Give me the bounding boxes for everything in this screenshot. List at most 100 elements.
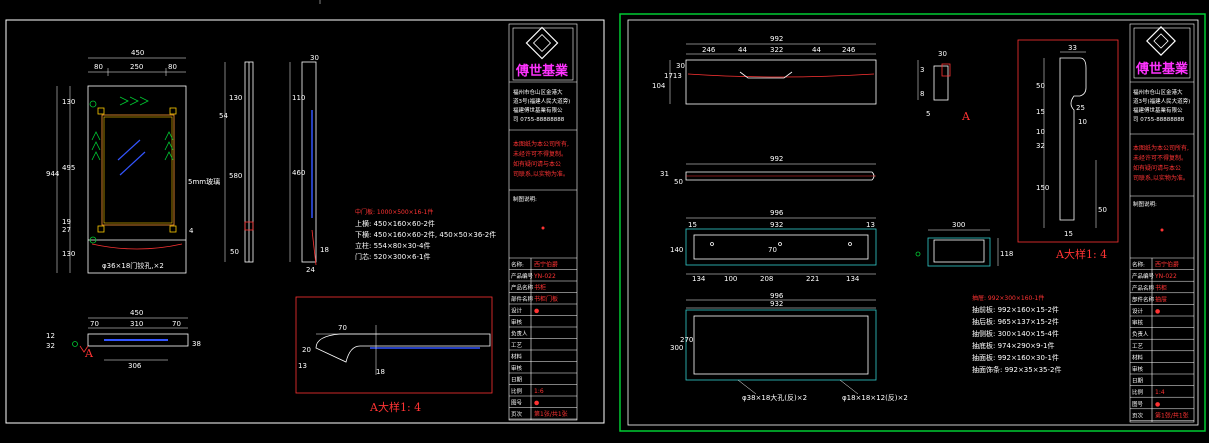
- title-row-label: 审核: [511, 364, 523, 372]
- title-row-value: 第1张/共1张: [534, 410, 568, 418]
- r-dim-m1: 31: [660, 170, 669, 178]
- r-dim-s5: 5: [926, 110, 930, 118]
- title-row-value: 书柜: [1155, 284, 1167, 292]
- title-row-label: 产品名称: [511, 284, 534, 292]
- left-red-line: 本图纸为本公司所有,: [513, 140, 569, 148]
- r-notes-line4: 抽底板: 974×290×9-1件: [972, 341, 1054, 350]
- det-dim-18: 18: [376, 368, 385, 376]
- left-red-dot: [541, 226, 545, 230]
- drawer-front-top: [669, 43, 877, 105]
- right-red-dot: [1160, 228, 1164, 232]
- dim-h-130b: 130: [62, 250, 75, 258]
- right-red-notice: 本图纸为本公司所有, 未经许可不得复制。 如有疑问请与本公 司联系,以实物为准。: [1133, 144, 1189, 182]
- left-red-line: 司联系,以实物为准。: [513, 170, 569, 178]
- dim-side-580: 580: [229, 172, 242, 180]
- left-company-line: 道3号(福建人民大道旁): [513, 97, 570, 105]
- left-company-line: 司 0755-88888888: [513, 116, 565, 123]
- det-dim-13: 13: [298, 362, 307, 370]
- left-notes-line4: 门芯: 520×300×6-1件: [355, 252, 430, 261]
- left-sheet: 450 80 250 80 944 130 495 19 27 130 4 5m…: [5, 0, 605, 424]
- dim-seg-left: 80: [94, 63, 103, 71]
- title-row-label: 日期: [511, 377, 523, 384]
- r-notes-line6: 抽面饰条: 992×35×35-2件: [972, 365, 1061, 374]
- drawer-plan-view: [685, 299, 877, 395]
- left-sheet-border: [5, 19, 605, 424]
- left-logo: [525, 26, 559, 60]
- det-dim-70: 70: [338, 324, 347, 332]
- right-brand-name: 傅世基業: [1135, 61, 1189, 77]
- r-dim-t1: 246: [702, 46, 716, 54]
- title-row-value: 西宁伯爵: [1155, 261, 1179, 269]
- detail-profile: [315, 325, 491, 375]
- diamond-logo-icon: [525, 26, 559, 60]
- title-row-label: 页次: [511, 410, 523, 418]
- r-dim-b4: 221: [806, 275, 819, 283]
- r-dim-fb: 13: [866, 221, 875, 229]
- r-det-150: 150: [1036, 184, 1049, 192]
- door-side-section: [224, 61, 317, 266]
- right-company-line: 福建傅世基業有限公: [1133, 106, 1183, 114]
- r-holes-callout: φ38×18大孔(反)×2: [742, 393, 807, 402]
- dim-h-19: 19: [62, 218, 71, 226]
- left-red-line: 如有疑问请与本公: [513, 160, 561, 168]
- left-company-text: 福州市仓山区金港大 道3号(福建人民大道旁) 福建傅世基業有限公 司 0755-…: [513, 88, 570, 123]
- title-row-label: 负责人: [511, 330, 528, 338]
- title-row-label: 比例: [511, 387, 523, 395]
- title-row-label: 部件名称: [511, 295, 534, 303]
- right-red-line: 司联系,以实物为准。: [1133, 174, 1189, 182]
- glass-callout: 5mm玻璃: [188, 177, 220, 186]
- title-row-value: ●: [1155, 308, 1160, 315]
- left-notes-line3: 立柱: 554×80×30-4件: [355, 241, 430, 250]
- r-dim-b1: 134: [692, 275, 706, 283]
- right-sheet-inner: [627, 19, 1199, 426]
- drawer-a-section: [917, 60, 951, 101]
- dim-h-27: 27: [62, 226, 71, 234]
- dim-bot-70a: 70: [90, 320, 99, 328]
- r-detail-caption: A大样1: 4: [1055, 247, 1107, 261]
- r-notes-title: 抽屉: 992×300×160-1件: [972, 294, 1044, 302]
- dim-h-mid: 495: [62, 164, 75, 172]
- title-row-label: 审核: [511, 318, 523, 326]
- title-row-label: 审核: [1132, 365, 1144, 373]
- r-det-15b: 15: [1064, 230, 1073, 238]
- r-det-50b: 50: [1098, 206, 1107, 214]
- r-dim-b3: 208: [760, 275, 773, 283]
- left-notes-line1: 上横: 450×160×60-2件: [355, 219, 435, 228]
- r-dim-top-w: 992: [770, 35, 783, 43]
- r-dim-v1: 104: [652, 82, 666, 90]
- dim-seg-right: 80: [168, 63, 177, 71]
- left-red-line: 未经许可不得复制。: [513, 150, 567, 158]
- left-title-block: [508, 23, 578, 421]
- door-front-view: [87, 85, 187, 274]
- title-row-label: 设计: [1132, 307, 1144, 315]
- r-dim-s8: 8: [920, 90, 924, 98]
- r-dim-frame-w: 996: [770, 209, 784, 217]
- title-row-label: 审核: [1132, 319, 1144, 327]
- r-dim-b5: 134: [846, 275, 860, 283]
- title-row-label: 负责人: [1132, 330, 1149, 338]
- right-sheet: 992 246 44 322 44 246 104 1713 30 992 31…: [619, 13, 1206, 432]
- r-dim-b2: 100: [724, 275, 737, 283]
- r-det-15: 15: [1036, 108, 1045, 116]
- right-red-line: 未经许可不得复制。: [1133, 154, 1187, 162]
- r-dim-m2: 50: [674, 178, 683, 186]
- right-company-line: 道3号(福建人民大道旁): [1133, 97, 1190, 105]
- dim-overall-height: 944: [46, 170, 60, 178]
- r-notes-line2: 抽后板: 965×137×15-2件: [972, 317, 1059, 326]
- dim-bot-38: 38: [192, 340, 201, 348]
- dim-side-130: 130: [229, 94, 242, 102]
- r-notes-line3: 抽侧板: 300×140×15-4件: [972, 329, 1059, 338]
- title-row-value: YN-022: [533, 273, 556, 280]
- title-row-value: ●: [534, 308, 539, 315]
- r-detail-profile: [1043, 51, 1097, 228]
- right-red-line: 本图纸为本公司所有,: [1133, 144, 1189, 152]
- detail-box: [295, 296, 493, 394]
- r-det-10: 10: [1036, 128, 1045, 136]
- left-notes-line2: 下横: 450×160×60-2件, 450×50×36-2件: [355, 230, 496, 239]
- r-det-50: 50: [1036, 82, 1045, 90]
- r-dim-big-w: 996: [770, 292, 784, 300]
- r-det-10b: 10: [1078, 118, 1087, 126]
- dim-side-110: 110: [292, 94, 305, 102]
- title-row-label: 日期: [1132, 378, 1144, 385]
